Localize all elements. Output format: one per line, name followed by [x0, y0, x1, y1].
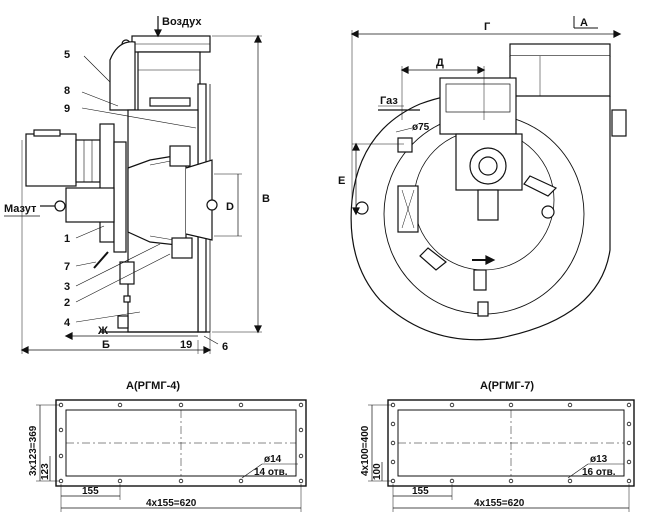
callout-6: 6	[222, 341, 228, 353]
flange-rgmg7-vertical-step: 100	[372, 463, 383, 480]
dim-19-label: 19	[180, 339, 192, 351]
callout-3: 3	[64, 281, 70, 293]
flange-rgmg4-vertical-total: 3х123=369	[28, 425, 39, 476]
dim-D-label: D	[226, 201, 234, 213]
dim-B-label: В	[262, 193, 270, 205]
section-A-label: А	[580, 17, 588, 29]
flange-rgmg4-hole-diameter: ø14	[264, 454, 282, 465]
flange-rgmg7-horizontal-step: 155	[412, 486, 429, 497]
flange-rgmg7-hole-count: 16 отв.	[582, 467, 616, 478]
flange-rgmg7-drawing	[368, 399, 635, 512]
flange-rgmg7-title: А(РГМГ-7)	[480, 380, 534, 392]
callout-2: 2	[64, 297, 70, 309]
callout-1: 1	[64, 233, 70, 245]
flange-rgmg7-vertical-total: 4х100=400	[360, 425, 371, 476]
callout-5: 5	[64, 49, 70, 61]
dim-G-label: Г	[484, 21, 491, 33]
flange-rgmg4-drawing	[36, 399, 307, 512]
flange-rgmg4-vertical-step: 123	[40, 463, 51, 480]
callout-7: 7	[64, 261, 70, 273]
air-label: Воздух	[162, 16, 202, 28]
dim-Zh-label: Ж	[97, 325, 108, 337]
fuel-oil-label: Мазут	[4, 203, 37, 215]
front-view	[350, 16, 627, 341]
callout-9: 9	[64, 103, 70, 115]
dim-D-front-label: Д	[436, 57, 444, 69]
dim-B-length-label: Б	[102, 339, 110, 351]
side-view	[20, 16, 262, 354]
gas-label: Газ	[380, 95, 398, 107]
dim-E-label: Е	[338, 175, 345, 187]
flange-rgmg4-title: А(РГМГ-4)	[126, 380, 180, 392]
diameter-75-label: ø75	[412, 122, 430, 133]
callout-8: 8	[64, 85, 70, 97]
flange-rgmg7-horizontal-total: 4х155=620	[474, 498, 525, 509]
flange-rgmg7-hole-diameter: ø13	[590, 454, 608, 465]
flange-rgmg4-horizontal-step: 155	[82, 486, 99, 497]
flange-rgmg4-horizontal-total: 4х155=620	[146, 498, 197, 509]
motor	[25, 133, 77, 187]
flange-rgmg4-hole-count: 14 отв.	[254, 467, 288, 478]
callout-4: 4	[64, 317, 71, 329]
flange-rgmg7-holes	[390, 402, 632, 484]
